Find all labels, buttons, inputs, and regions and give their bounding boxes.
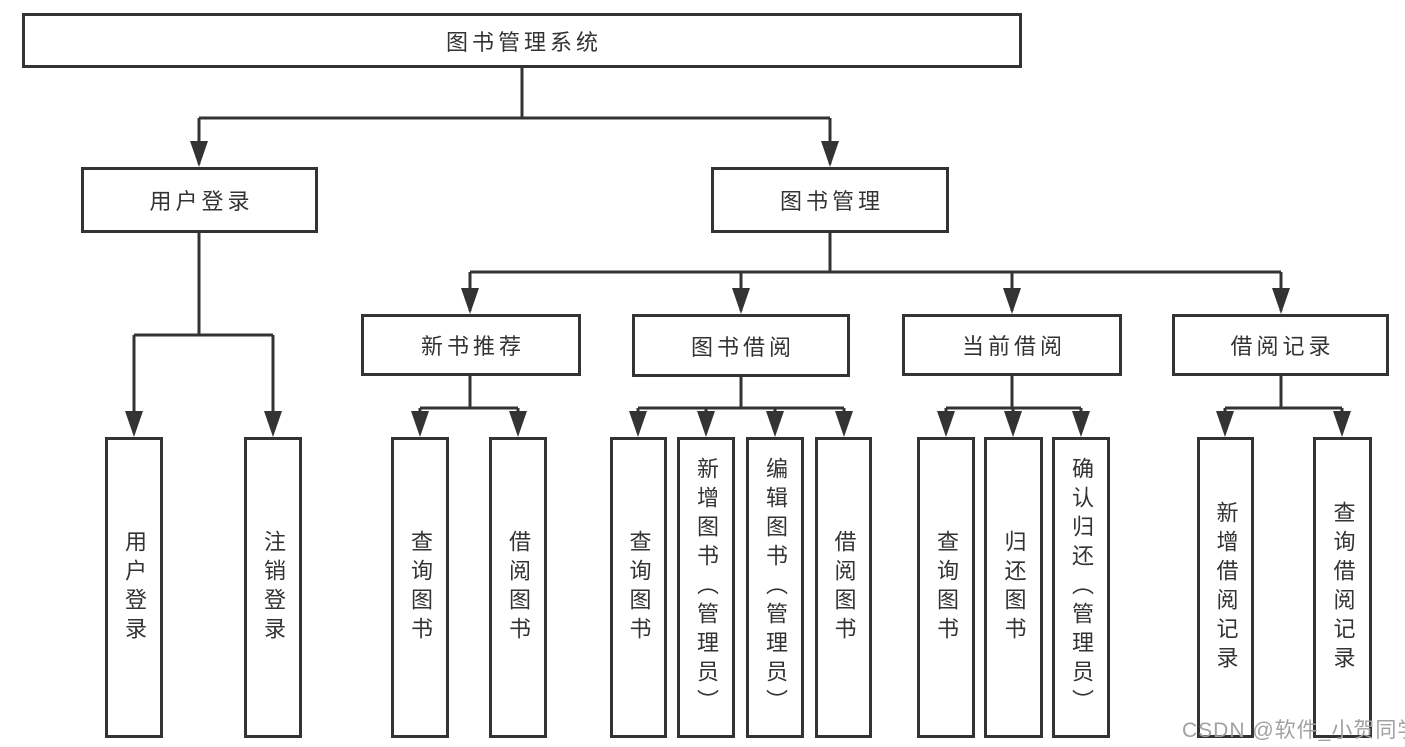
connector-borrow-records-children [1223, 376, 1344, 433]
connector-new-book-rec-children [418, 376, 520, 433]
arrowhead [190, 141, 208, 167]
arrowhead [1333, 411, 1351, 437]
leaf-query-books-recommend: 查询图书 [391, 437, 449, 738]
node-label: 图书管理系统 [445, 29, 602, 55]
arrowhead [766, 411, 784, 437]
arrowhead [697, 411, 715, 437]
leaf-return-books: 归还图书 [984, 437, 1043, 738]
node-label: 新增图书（管理员） [694, 457, 719, 718]
node-label: 借阅记录 [1230, 334, 1335, 359]
node-new-book-recommend: 新书推荐 [361, 314, 581, 376]
arrowhead [1272, 288, 1290, 314]
node-label: 查询图书 [934, 529, 959, 646]
node-label: 查询图书 [626, 529, 652, 646]
node-borrowing-records: 借阅记录 [1172, 314, 1389, 376]
node-label: 借阅图书 [506, 529, 531, 646]
node-label: 用户登录 [149, 189, 254, 214]
node-book-management: 图书管理 [711, 167, 949, 233]
arrowhead [1003, 288, 1021, 314]
node-book-borrowing: 图书借阅 [632, 314, 850, 377]
leaf-user-login: 用户登录 [105, 437, 163, 738]
connector-user-login-children [132, 233, 275, 433]
arrowhead [629, 411, 647, 437]
arrowhead [264, 411, 282, 437]
arrowhead [1072, 411, 1090, 437]
connector-book-borrow-children [636, 376, 846, 433]
csdn-watermark: CSDN @软件_小贺同学 [1182, 719, 1405, 742]
node-label: 确认归还（管理员） [1069, 457, 1094, 718]
arrowhead [937, 411, 955, 437]
node-library-management-system: 图书管理系统 [22, 13, 1022, 68]
node-label: 当前借阅 [961, 334, 1066, 359]
arrowhead [125, 411, 143, 437]
leaf-query-books-borrow: 查询图书 [610, 437, 667, 738]
leaf-query-borrow-record: 查询借阅记录 [1313, 437, 1372, 738]
leaf-logout: 注销登录 [244, 437, 302, 738]
arrowhead [1216, 411, 1234, 437]
leaf-add-books-admin: 新增图书（管理员） [677, 437, 735, 738]
node-label: 新书推荐 [420, 334, 525, 359]
arrowhead [732, 288, 750, 314]
leaf-borrow-books-recommend: 借阅图书 [489, 437, 547, 738]
node-label: 归还图书 [1001, 529, 1027, 646]
arrowhead [821, 141, 839, 167]
connector-root-to-level2 [197, 66, 832, 164]
arrowhead [461, 288, 479, 314]
node-label: 图书借阅 [690, 334, 795, 360]
arrowhead [509, 411, 527, 437]
leaf-query-books-current: 查询图书 [917, 437, 975, 738]
connector-book-mgmt-children [468, 233, 1283, 311]
node-label: 新增借阅记录 [1213, 500, 1239, 675]
node-current-borrowing: 当前借阅 [902, 314, 1122, 376]
node-label: 借阅图书 [831, 529, 857, 646]
node-label: 查询借阅记录 [1330, 500, 1356, 675]
node-label: 查询图书 [408, 529, 433, 646]
leaf-confirm-return-admin: 确认归还（管理员） [1052, 437, 1110, 738]
node-user-login: 用户登录 [81, 167, 318, 233]
node-label: 编辑图书（管理员） [763, 457, 788, 718]
arrowhead [835, 411, 853, 437]
node-label: 图书管理 [779, 189, 884, 214]
node-label: 用户登录 [122, 529, 147, 646]
leaf-add-borrow-record: 新增借阅记录 [1197, 437, 1254, 738]
arrowhead [411, 411, 429, 437]
node-label: 注销登录 [261, 529, 286, 646]
leaf-edit-books-admin: 编辑图书（管理员） [746, 437, 804, 738]
arrowhead [1004, 411, 1022, 437]
leaf-borrow-books: 借阅图书 [815, 437, 872, 738]
